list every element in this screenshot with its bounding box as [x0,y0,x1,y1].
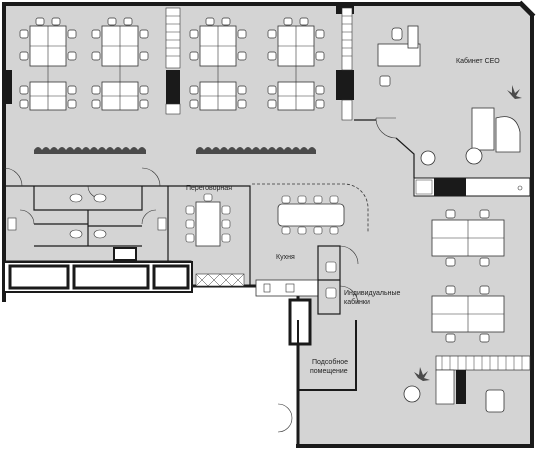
utility-room: Подсобное помещение [288,298,357,391]
wall-top [2,2,520,6]
pillar [2,70,12,104]
counter [413,177,531,197]
utility-label-line2: помещение [310,368,348,375]
meeting-room: Переговорная [168,185,251,287]
meeting-room-label: Переговорная [186,185,232,192]
wall-right [530,16,534,448]
desk-dividers [30,26,314,110]
ceo-office: Кабинет CEO [354,25,522,178]
toilet-icon [7,193,167,239]
kitchen-label: Кухня [276,254,295,261]
kitchen: Кухня [252,183,369,297]
pillar [166,70,180,104]
booths-label-line1: Индивидуальные [344,290,401,297]
individual-booths: Индивидуальные кабинки [317,245,401,315]
wall-left [2,2,6,302]
chair-icon [445,209,490,343]
lounge [403,355,531,413]
desk-dividers [432,220,504,332]
glass-partitions [165,7,353,121]
wall-bottom [296,444,534,448]
booths-label-line2: кабинки [344,298,370,306]
lower-left-block [3,247,193,293]
utility-label-line1: Подсобное [312,358,348,366]
chair-icon [19,17,325,109]
plant-icon [414,367,430,381]
plant-icon [34,147,316,154]
sofa-icon [420,116,521,166]
pillar [336,70,354,100]
wall-corner-diagonal [518,0,536,18]
plant-icon [507,85,522,99]
ceo-office-label: Кабинет CEO [456,57,500,65]
restrooms [3,185,169,262]
